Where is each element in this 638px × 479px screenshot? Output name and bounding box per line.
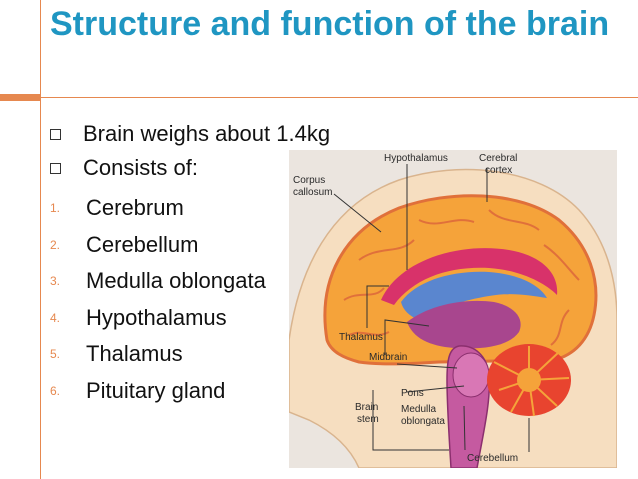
title-block: Structure and function of the brain	[50, 4, 610, 45]
thalamus-shape	[407, 300, 521, 349]
label-cerebral-cortex: cortex	[485, 165, 512, 176]
bullet-item: Consists of:	[50, 151, 330, 185]
list-item: 1. Cerebrum	[50, 190, 266, 227]
list-number: 4.	[50, 310, 61, 325]
bullet-text: Consists of:	[83, 155, 198, 180]
bullet-list: Brain weighs about 1.4kg Consists of:	[50, 117, 330, 185]
list-number: 1.	[50, 201, 61, 216]
title-underline	[40, 97, 638, 98]
leader-lines	[333, 164, 530, 452]
corpus-callosum-shape	[381, 248, 558, 305]
label-corpus-callosum: Corpus	[293, 175, 325, 186]
list-text: Cerebellum	[86, 231, 199, 257]
brain-parts-list: 1. Cerebrum 2. Cerebellum 3. Medulla oblong…	[50, 190, 266, 409]
label-medulla-oblongata: Medulla	[401, 404, 436, 415]
label-corpus-callosum: callosum	[293, 187, 332, 198]
label-cerebral-cortex: Cerebral	[479, 153, 517, 164]
label-thalamus: Thalamus	[339, 332, 383, 343]
brain-diagram-svg: Hypothalamus Cerebral cortex Corpus call…	[289, 153, 617, 468]
label-brain-stem: Brain	[355, 402, 378, 413]
list-number: 2.	[50, 237, 61, 252]
slide-title: Structure and function of the brain	[50, 5, 610, 43]
label-cerebellum: Cerebellum	[467, 453, 518, 464]
list-text: Cerebrum	[86, 195, 184, 221]
list-item: 3. Medulla oblongata	[50, 263, 266, 300]
cortex-folds	[343, 209, 580, 346]
list-item: 4. Hypothalamus	[50, 300, 266, 337]
list-text: Thalamus	[86, 341, 183, 367]
list-number: 5.	[50, 347, 61, 362]
bullet-text: Brain weighs about 1.4kg	[83, 121, 331, 146]
bullet-item: Brain weighs about 1.4kg	[50, 117, 330, 151]
label-midbrain: Midbrain	[369, 352, 407, 363]
label-brain-stem: stem	[357, 414, 379, 425]
list-number: 6.	[50, 383, 61, 398]
brain-diagram: Hypothalamus Cerebral cortex Corpus call…	[289, 150, 617, 468]
list-item: 5. Thalamus	[50, 336, 266, 373]
list-item: 6. Pituitary gland	[50, 373, 266, 410]
list-text: Medulla oblongata	[86, 268, 266, 294]
checkbox-bullet-icon	[50, 162, 61, 174]
label-medulla-oblongata: oblongata	[401, 416, 445, 427]
cerebellum-shape	[487, 344, 571, 417]
label-pons: Pons	[401, 388, 424, 399]
accent-vertical-rule	[40, 0, 41, 479]
list-item: 2. Cerebellum	[50, 227, 266, 264]
label-hypothalamus: Hypothalamus	[384, 153, 448, 164]
list-text: Hypothalamus	[86, 304, 227, 330]
pons-shape	[452, 352, 490, 398]
accent-bar	[0, 94, 40, 101]
checkbox-bullet-icon	[50, 128, 61, 140]
list-text: Pituitary gland	[86, 377, 226, 403]
list-number: 3.	[50, 274, 61, 289]
